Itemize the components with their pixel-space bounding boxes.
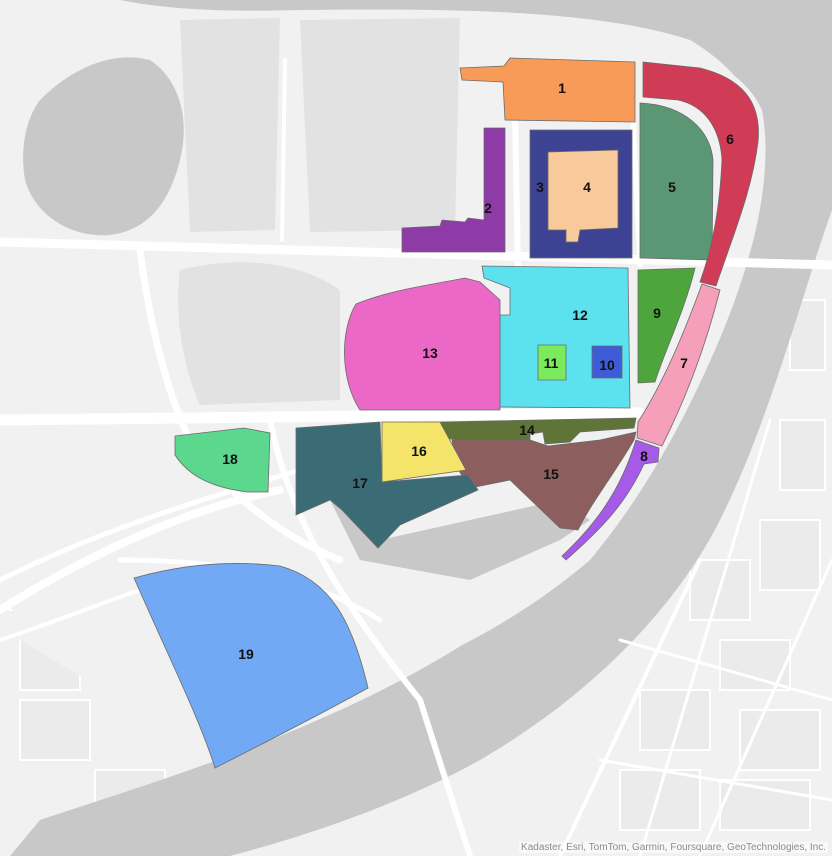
parcel-label-16: 16 [411,443,427,459]
parcel-19[interactable] [133,563,369,769]
parcel-label-6: 6 [726,131,734,147]
parcel-label-15: 15 [543,466,559,482]
parcels-layer [133,57,759,769]
green-areas [178,18,460,405]
parcel-label-3: 3 [536,179,544,195]
parcel-labels: 1 2 3 4 5 6 7 8 9 10 11 12 13 14 15 16 1… [222,80,734,662]
parcel-9[interactable] [637,267,696,384]
parcel-15[interactable] [451,431,637,531]
parcel-label-7: 7 [680,355,688,371]
lake [23,57,184,236]
parcel-1[interactable] [459,57,636,123]
parcel-5[interactable] [639,102,714,261]
parcel-2[interactable] [401,127,506,253]
roads [0,58,832,856]
parcel-17[interactable] [295,421,479,549]
parcel-label-18: 18 [222,451,238,467]
parcel-label-4: 4 [583,179,591,195]
harbour-basin [330,500,590,580]
parcel-label-9: 9 [653,305,661,321]
parcel-label-1: 1 [558,80,566,96]
parcel-label-17: 17 [352,475,368,491]
parcel-label-5: 5 [668,179,676,195]
map-attribution: Kadaster, Esri, TomTom, Garmin, Foursqua… [519,842,828,853]
parcel-6[interactable] [642,61,759,287]
parcel-label-2: 2 [484,200,492,216]
parcel-13[interactable] [344,277,501,411]
parcel-label-11: 11 [544,355,559,371]
parcel-11[interactable] [537,344,567,381]
parcel-4[interactable] [547,149,619,243]
parcel-label-10: 10 [599,357,615,373]
parcel-8[interactable] [561,439,660,561]
parcel-7[interactable] [636,283,721,447]
parcel-10[interactable] [591,345,623,379]
parcel-label-19: 19 [238,646,254,662]
parcel-label-12: 12 [572,307,588,323]
parcel-16[interactable] [381,421,467,483]
parcel-label-8: 8 [640,448,648,464]
parcel-label-14: 14 [519,422,535,438]
parcel-18[interactable] [174,427,271,493]
parcel-label-13: 13 [422,345,438,361]
